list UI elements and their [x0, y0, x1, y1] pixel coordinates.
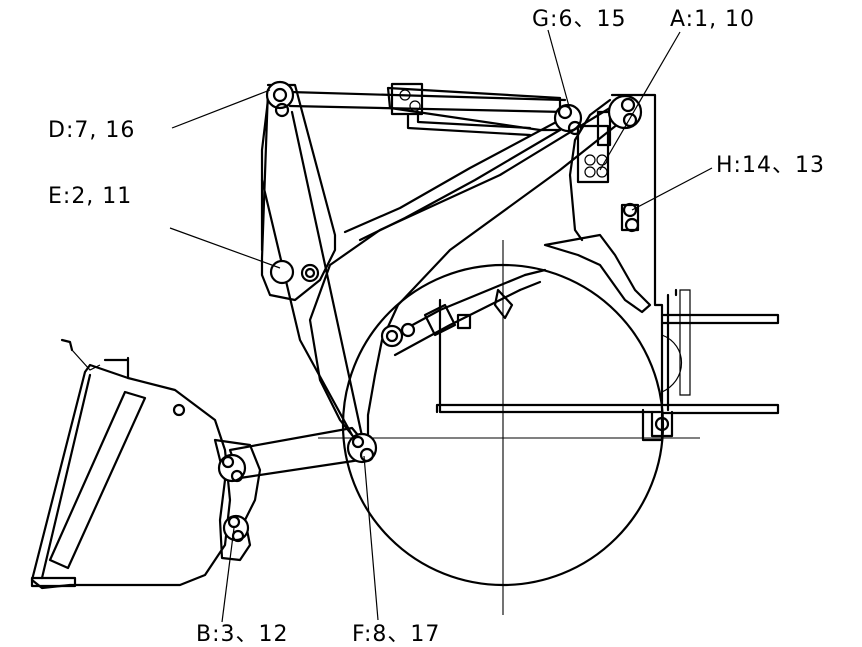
lift-cylinder: [383, 268, 547, 357]
pin-f: [346, 432, 378, 464]
leader-a: [599, 31, 681, 171]
pin-g: [553, 103, 583, 136]
label-b: B:3、12: [196, 622, 289, 647]
leader-h: [631, 167, 713, 211]
label-h: H:14、13: [716, 153, 825, 178]
leader-e: [169, 227, 281, 269]
label-e: E:2, 11: [48, 184, 132, 209]
label-g: G:6、15: [532, 7, 626, 32]
lift-arm: [308, 98, 625, 452]
leader-f: [363, 455, 379, 621]
leader-g: [547, 29, 571, 111]
label-d: D:7, 16: [48, 118, 135, 143]
label-a: A:1, 10: [670, 7, 755, 32]
pins: [217, 80, 643, 543]
bell-crank: [260, 83, 367, 452]
pin-b: [217, 453, 250, 543]
pin-labels: G:6、15 A:1, 10 D:7, 16 H:14、13 E:2, 11 B…: [48, 7, 825, 647]
pin-a: [607, 94, 643, 130]
pin-e: [269, 259, 320, 285]
label-f: F:8、17: [352, 622, 440, 647]
leader-lines: [169, 29, 713, 623]
tilt-cylinder: [288, 82, 567, 137]
pin-lift-cylinder: [380, 322, 416, 348]
front-frame: [435, 93, 780, 442]
pin-d: [265, 80, 295, 118]
bucket-link: [228, 426, 364, 480]
leader-d: [171, 89, 271, 129]
leader-b: [221, 527, 235, 623]
pin-h: [620, 202, 640, 233]
